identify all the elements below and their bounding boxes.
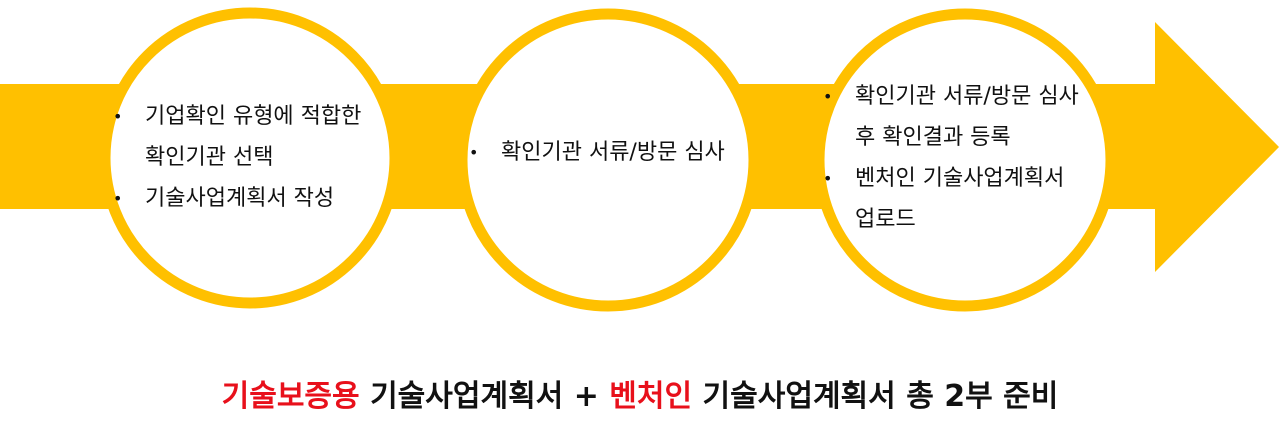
step-3-bullet-2-line-2: 업로드 [855, 207, 916, 232]
step-1-bullet-1: 기업확인 유형에 적합한 확인기관 선택 [113, 96, 403, 178]
step-2-bullet-1-line-1: 확인기관 서류/방문 심사 [501, 140, 725, 165]
step-3-bullet-1: 확인기관 서류/방문 심사 후 확인결과 등록 [823, 76, 1113, 158]
step-3-bullet-1-line-2: 후 확인결과 등록 [855, 125, 1011, 150]
step-1-bullet-2: 기술사업계획서 작성 [113, 178, 403, 219]
step-1-bullet-2-line-1: 기술사업계획서 작성 [145, 186, 335, 211]
caption-highlight-2: 벤처인 [609, 379, 693, 414]
step-3-bullet-2: 벤처인 기술사업계획서 업로드 [823, 158, 1113, 240]
step-2-text: 확인기관 서류/방문 심사 [469, 132, 769, 173]
step-2-bullet-1: 확인기관 서류/방문 심사 [469, 132, 769, 173]
step-3-text: 확인기관 서류/방문 심사 후 확인결과 등록 벤처인 기술사업계획서 업로드 [823, 76, 1113, 240]
caption: 기술보증용 기술사업계획서 + 벤처인 기술사업계획서 총 2부 준비 [0, 371, 1280, 415]
step-3-bullet-1-line-1: 확인기관 서류/방문 심사 [855, 84, 1079, 109]
caption-highlight-1: 기술보증용 [221, 379, 360, 414]
step-3-bullet-2-line-1: 벤처인 기술사업계획서 [855, 166, 1065, 191]
caption-text-2: 기술사업계획서 총 2부 준비 [692, 379, 1059, 414]
step-1-bullet-1-line-1: 기업확인 유형에 적합한 [145, 104, 362, 129]
step-1-text: 기업확인 유형에 적합한 확인기관 선택 기술사업계획서 작성 [113, 96, 403, 219]
step-1-bullet-1-line-2: 확인기관 선택 [145, 145, 274, 170]
caption-text-1: 기술사업계획서 + [359, 379, 610, 414]
